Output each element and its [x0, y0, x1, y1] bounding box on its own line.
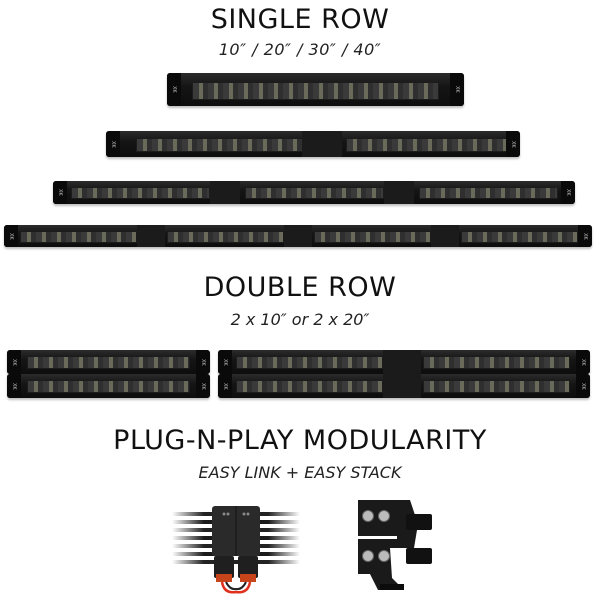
led-lens — [192, 82, 439, 100]
single-row-subtitle: 10″ / 20″ / 30″ / 40″ — [218, 40, 382, 59]
led-lens — [314, 231, 431, 243]
module-joint — [302, 131, 342, 157]
end-cap: XK — [196, 350, 210, 374]
light-bar-40in: XK XK — [4, 225, 592, 247]
module-joint — [384, 181, 414, 204]
led-lens — [71, 187, 210, 199]
module-joint — [210, 181, 240, 204]
end-cap: XK — [576, 374, 590, 398]
end-cap: XK — [167, 73, 181, 106]
bracket-icon — [357, 500, 432, 590]
end-cap: XK — [106, 131, 120, 157]
led-lens — [346, 138, 513, 152]
led-lens — [167, 231, 284, 243]
light-bar-2x20-bottom: XK XK — [218, 374, 590, 398]
single-row-title: SINGLE ROW — [210, 4, 390, 35]
led-lens — [27, 380, 190, 393]
led-lens — [419, 187, 558, 199]
end-cap: XK — [218, 374, 232, 398]
light-bar-20in: XK XK — [106, 131, 520, 157]
module-joint — [383, 350, 421, 374]
double-row-title: DOUBLE ROW — [203, 272, 397, 303]
connector-icon — [172, 506, 300, 594]
connector-link-image — [172, 500, 300, 595]
end-cap: XK — [53, 181, 67, 204]
light-bar-2x10-bottom: XK XK — [7, 374, 210, 398]
end-cap: XK — [4, 225, 18, 247]
led-lens — [461, 231, 578, 243]
light-bar-2x20-top: XK XK — [218, 350, 590, 374]
module-joint — [383, 374, 421, 398]
end-cap: XK — [561, 181, 575, 204]
led-lens — [245, 187, 384, 199]
module-joint — [137, 225, 165, 247]
light-bar-30in: XK XK — [53, 181, 575, 204]
led-lens — [423, 380, 570, 393]
led-lens — [27, 356, 190, 369]
double-row-subtitle: 2 x 10″ or 2 x 20″ — [230, 310, 370, 329]
end-cap: XK — [196, 374, 210, 398]
modularity-title: PLUG-N-PLAY MODULARITY — [113, 425, 487, 456]
end-cap: XK — [7, 374, 21, 398]
stack-bracket-image — [352, 494, 442, 596]
module-joint — [431, 225, 459, 247]
end-cap: XK — [450, 73, 464, 106]
module-joint — [284, 225, 312, 247]
led-lens — [136, 138, 303, 152]
end-cap: XK — [578, 225, 592, 247]
light-bar-2x10-top: XK XK — [7, 350, 210, 374]
end-cap: XK — [576, 350, 590, 374]
end-cap: XK — [506, 131, 520, 157]
led-lens — [423, 356, 570, 369]
modularity-subtitle: EASY LINK + EASY STACK — [198, 463, 402, 482]
led-lens — [236, 380, 383, 393]
led-lens — [20, 231, 137, 243]
led-lens — [236, 356, 383, 369]
end-cap: XK — [7, 350, 21, 374]
end-cap: XK — [218, 350, 232, 374]
light-bar-10in: XK XK — [167, 73, 464, 106]
